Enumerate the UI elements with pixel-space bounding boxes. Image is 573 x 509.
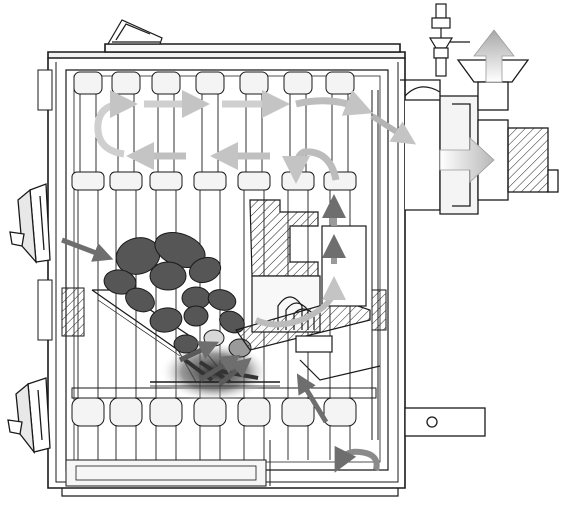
- upper-tube-header: [195, 71, 225, 95]
- upper-tube-header: [151, 71, 181, 95]
- upper-tube-footer: [281, 171, 315, 191]
- secondary-air-arrow: [296, 373, 329, 424]
- fuel-logs: [103, 232, 252, 358]
- upper-door: [9, 183, 51, 264]
- upper-tube-header: [325, 71, 355, 95]
- safety-valve: [428, 3, 470, 77]
- combustion-flow-arrows: [178, 341, 252, 386]
- upper-tube-header: [111, 71, 141, 95]
- flue-channel: [371, 90, 387, 440]
- lower-tube-header: [109, 397, 143, 427]
- upper-tube-footer: [149, 171, 183, 191]
- lower-tube-header: [149, 397, 183, 427]
- lower-tube-header: [193, 397, 227, 427]
- upper-tube-header: [239, 71, 269, 95]
- lower-tube-header: [323, 397, 357, 427]
- upper-tube-header: [73, 71, 103, 95]
- upper-tube-footer: [237, 171, 271, 191]
- upper-heat-exchanger-tubes: [71, 71, 357, 191]
- lower-door: [7, 377, 51, 455]
- flue-gas-arrows: [94, 89, 417, 328]
- top-lid: [106, 19, 163, 45]
- right-bottom-connector: [404, 407, 486, 437]
- upper-tube-footer: [71, 171, 105, 191]
- secondary-combustion-block: [235, 199, 381, 381]
- bottom-air-inlet-arrow: [334, 445, 380, 473]
- exhaust-arrow-up: [473, 29, 515, 83]
- upper-tube-footer: [193, 171, 227, 191]
- lower-tube-header: [237, 397, 271, 427]
- left-side-brackets: [37, 69, 85, 341]
- lower-tube-header: [71, 397, 105, 427]
- lower-tube-header: [281, 397, 315, 427]
- exhaust-arrow-right: [439, 137, 495, 183]
- lower-heat-exchanger-tubes: [71, 387, 377, 427]
- upper-tube-header: [283, 71, 313, 95]
- boiler-body: [47, 43, 406, 497]
- primary-air-arrow: [61, 237, 114, 262]
- upper-tube-footer: [323, 171, 357, 191]
- upper-tube-footer: [109, 171, 143, 191]
